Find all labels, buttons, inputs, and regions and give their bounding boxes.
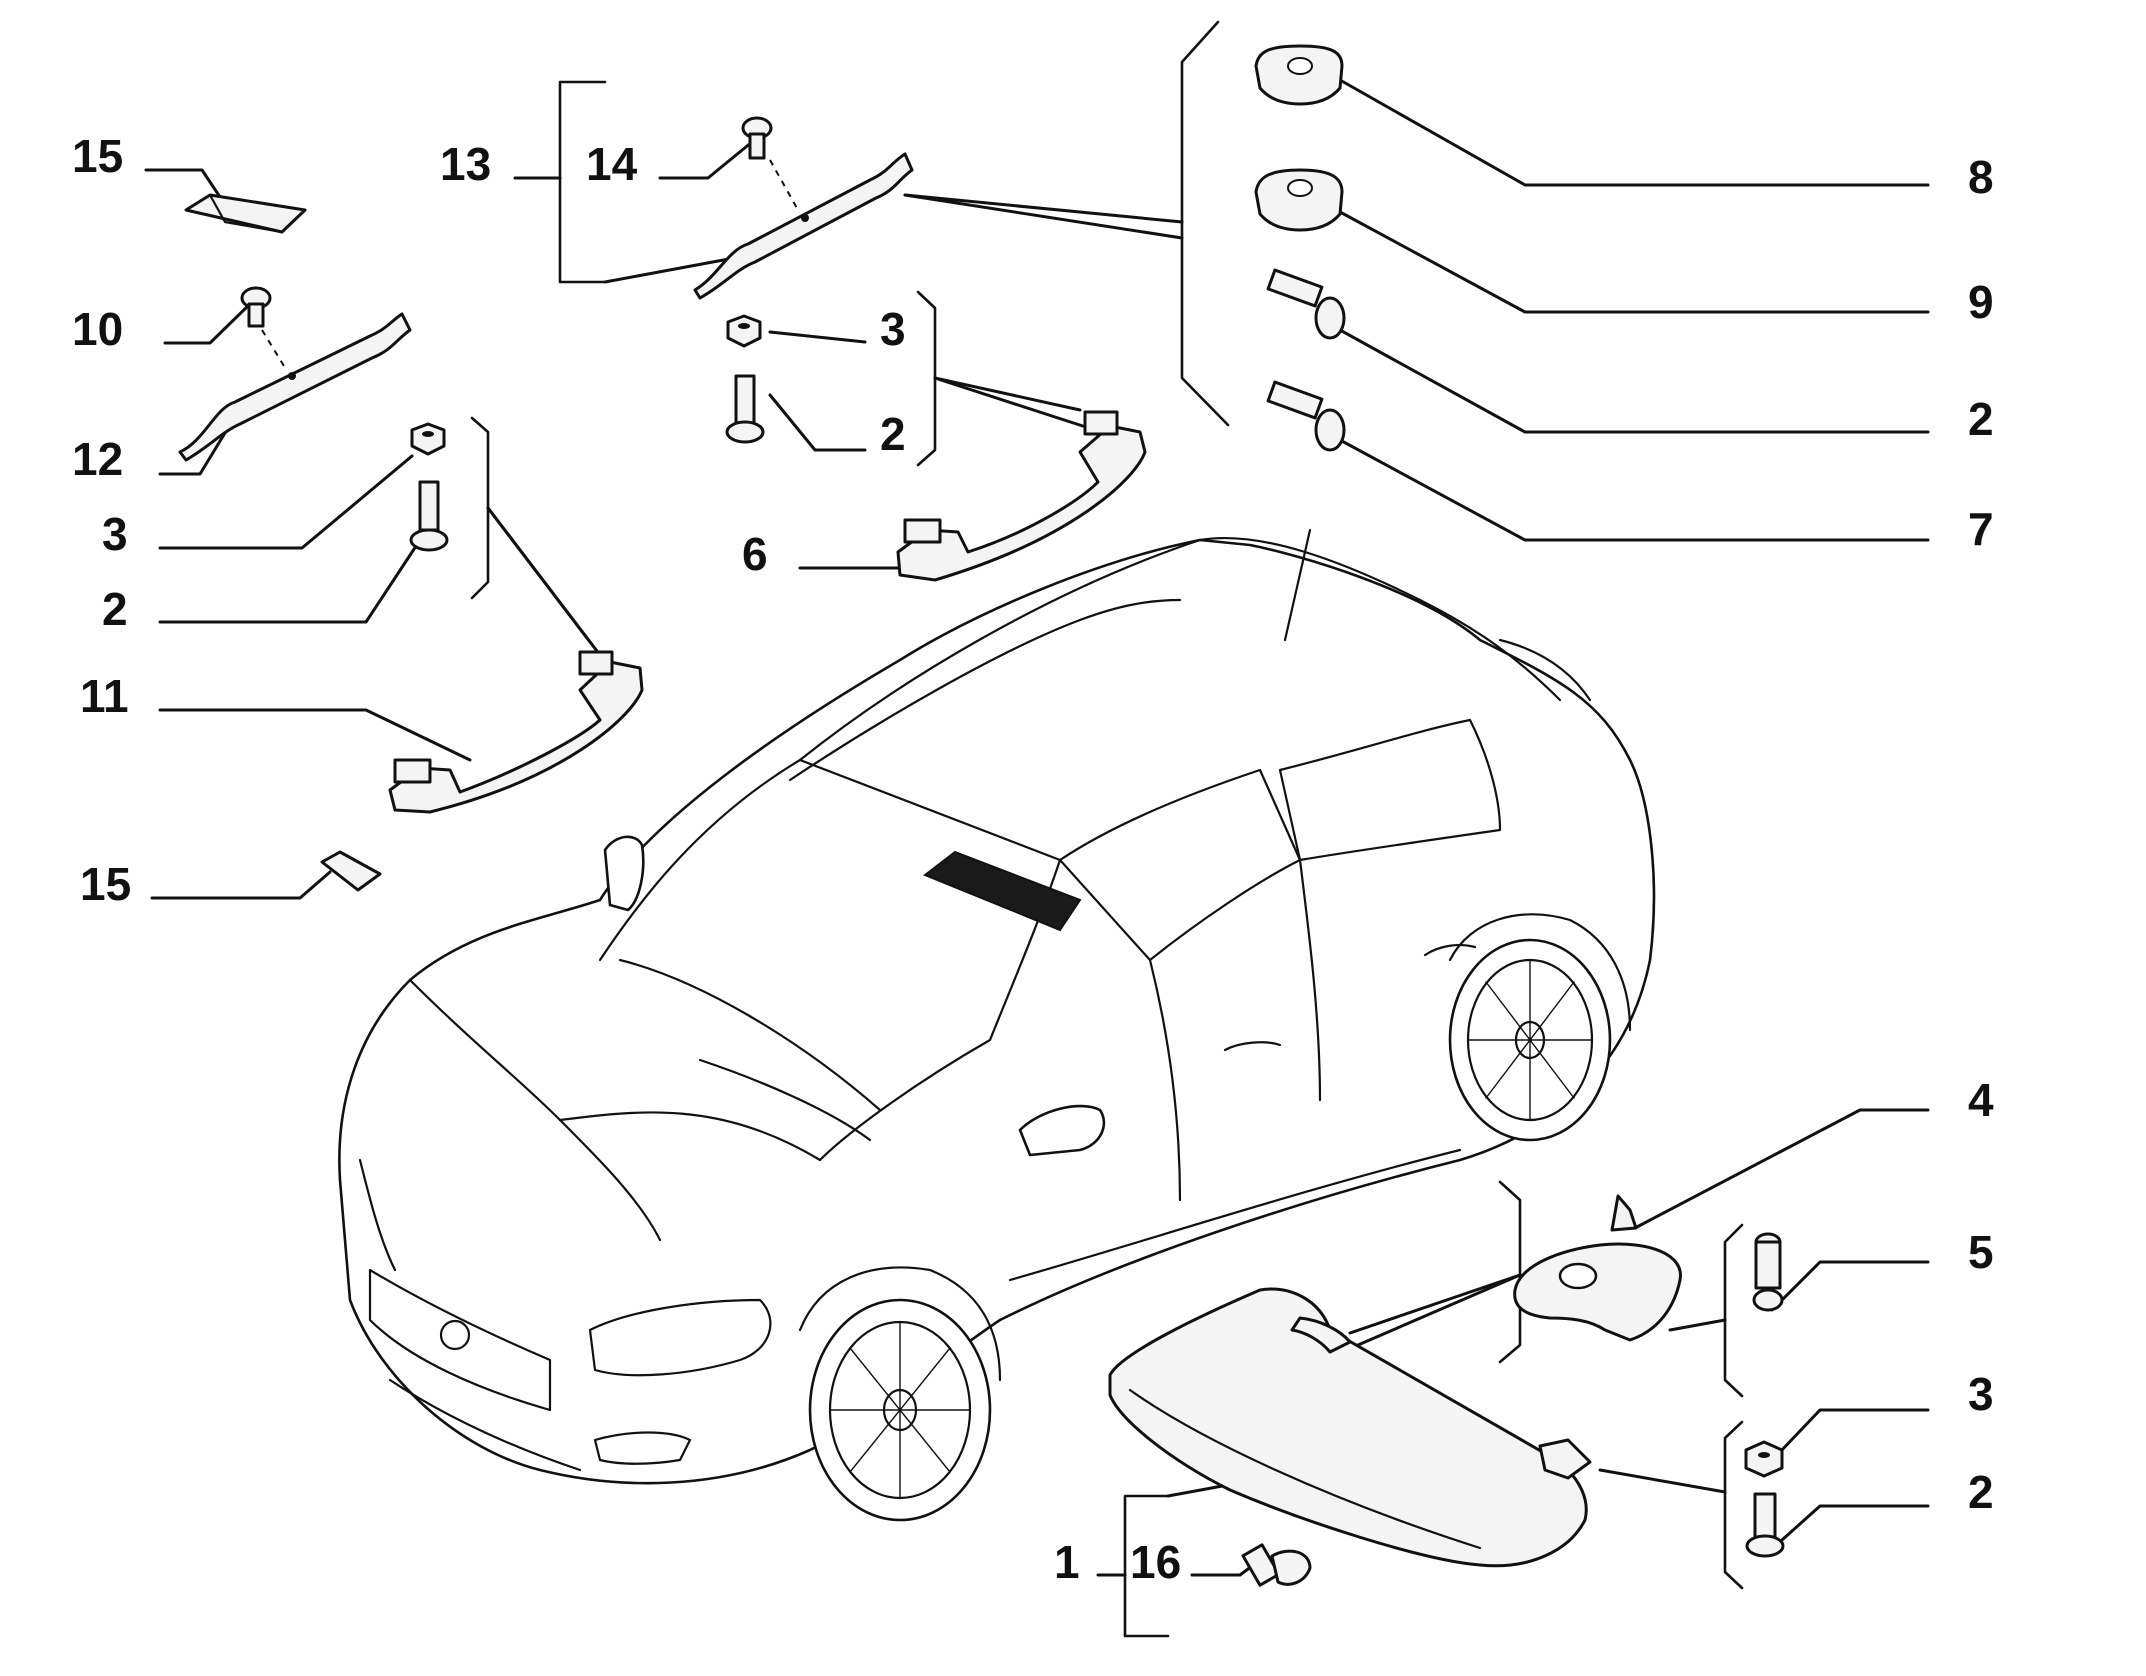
- callout-1: 1: [1054, 1536, 1080, 1588]
- callout-15-bottom: 15: [80, 858, 131, 910]
- grab-handle-icon: [896, 410, 1147, 582]
- visor-bracket-icon: [1513, 1194, 1682, 1342]
- callout-10: 10: [72, 303, 123, 355]
- callout-12: 12: [72, 433, 123, 485]
- bracket-plate-icon: [178, 312, 412, 462]
- clip-icon: [184, 193, 307, 234]
- bolt-icon: [725, 374, 765, 444]
- callout-13: 13: [440, 138, 491, 190]
- nut-icon: [1744, 1440, 1784, 1478]
- sun-visor-icon: [1108, 1287, 1592, 1568]
- callout-7: 7: [1968, 503, 1994, 555]
- cap-icon: [1254, 168, 1344, 232]
- callout-3-bottom: 3: [1968, 1368, 1994, 1420]
- callout-9: 9: [1968, 276, 1994, 328]
- callout-16: 16: [1130, 1536, 1181, 1588]
- callout-3-middle: 3: [880, 303, 906, 355]
- callout-15-top: 15: [72, 130, 123, 182]
- callout-8: 8: [1968, 151, 1994, 203]
- bulb-icon: [1241, 1543, 1312, 1587]
- nut-icon: [410, 422, 446, 456]
- car-illustration: [338, 528, 1656, 1522]
- callout-2-middle: 2: [880, 408, 906, 460]
- callout-2-bottom: 2: [1968, 1466, 1994, 1518]
- callout-5: 5: [1968, 1226, 1994, 1278]
- bolt-icon: [409, 480, 449, 552]
- nut-icon: [726, 314, 762, 348]
- clip-icon: [320, 850, 382, 892]
- callout-11: 11: [80, 670, 129, 722]
- screw-icon: [741, 116, 799, 211]
- cap-icon: [1254, 44, 1344, 106]
- callout-4: 4: [1968, 1074, 1994, 1126]
- screw-icon: [240, 286, 285, 367]
- leader-lines: [144, 20, 1930, 1638]
- callout-labels: 15 10 12 3 2 11 15 13 14 3 2 6 8 9 2 7 4…: [72, 130, 1994, 1588]
- callout-2-right: 2: [1968, 393, 1994, 445]
- screw-icon: [1752, 1232, 1784, 1312]
- callout-6: 6: [742, 528, 768, 580]
- bolt-icon: [1266, 268, 1346, 340]
- callout-2-left: 2: [102, 583, 128, 635]
- grab-handle-icon: [388, 650, 644, 814]
- bracket-plate-icon: [693, 152, 914, 300]
- bolt-icon: [1266, 380, 1346, 452]
- bolt-icon: [1745, 1492, 1785, 1558]
- callout-3-left: 3: [102, 508, 128, 560]
- callout-14: 14: [586, 138, 638, 190]
